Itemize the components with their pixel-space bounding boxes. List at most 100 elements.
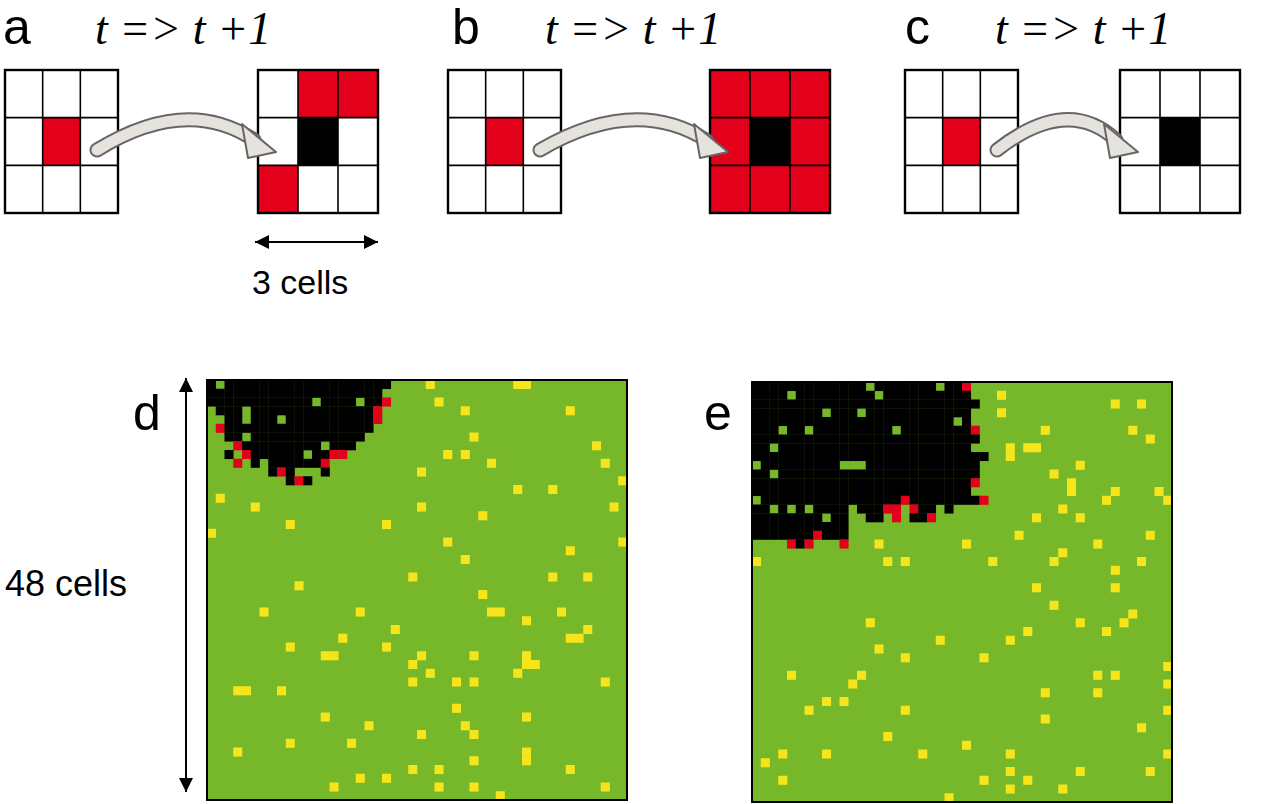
burning-cell [338,450,347,459]
burnt-cell [805,531,814,540]
tree-cell [1137,557,1146,566]
burnt-cell [347,389,356,398]
burnt-cell [901,417,910,426]
burnt-cell [242,441,251,450]
burnt-cell [927,435,936,444]
burnt-cell [822,478,831,487]
burnt-cell [787,443,796,452]
tree-cell [1076,767,1085,776]
burnt-cell [822,426,831,435]
burnt-cell [778,461,787,470]
burnt-cell [892,452,901,461]
tree-cell [435,783,444,792]
grid-line [80,70,82,213]
tree-cell [408,765,417,774]
burnt-cell [936,452,945,461]
tree-cell [338,634,347,643]
burnt-cell [875,513,884,522]
burnt-cell [770,408,779,417]
arrow-head [242,124,276,158]
burnt-cell [295,424,304,433]
burning-cell [971,478,980,487]
burnt-cell [752,470,761,479]
burnt-cell [277,398,286,407]
burnt-cell [971,400,980,409]
burnt-cell [796,382,805,391]
grid-cell [790,165,830,213]
grid-line [258,165,378,167]
burnt-cell [936,478,945,487]
tree-cell [470,678,479,687]
tree-cell [601,678,610,687]
burnt-cell [796,487,805,496]
grid-line [905,117,1018,119]
burnt-cell [312,389,321,398]
burnt-cell [330,380,339,389]
burnt-cell [295,398,304,407]
burnt-cell [787,382,796,391]
burnt-cell [761,478,770,487]
burnt-cell [866,435,875,444]
grid-ground [1120,70,1240,213]
burnt-cell [962,478,971,487]
burning-cell [373,415,382,424]
burnt-cell [840,531,849,540]
burnt-cell [752,426,761,435]
burnt-cell [356,424,365,433]
burnt-cell [831,382,840,391]
tree-cell [1050,557,1059,566]
tree-cell [1041,426,1050,435]
burnt-cell [840,505,849,514]
tree-cell [840,697,849,706]
burnt-cell [918,408,927,417]
burnt-cell [910,478,919,487]
burnt-cell [303,441,312,450]
burnt-cell [761,382,770,391]
burnt-cell [901,435,910,444]
time-step: t => t +1 [545,6,721,52]
burnt-cell [892,487,901,496]
burnt-cell [778,522,787,531]
burnt-cell [796,505,805,514]
burnt-cell [822,435,831,444]
tree-cell [365,721,374,730]
burnt-cell [892,391,901,400]
tree-cell [901,706,910,715]
dimension-head [179,778,193,792]
burnt-cell [883,461,892,470]
tree-cell [1076,618,1085,627]
burnt-cell [770,435,779,444]
tree-cell [980,776,989,785]
tree-cell [1006,767,1015,776]
grid-cell [298,70,338,118]
burnt-cell [822,461,831,470]
tree-cell [566,406,575,415]
burnt-cell [848,408,857,417]
burnt-cell [787,408,796,417]
burnt-cell [225,433,234,442]
burnt-cell [796,478,805,487]
burnt-cell [910,382,919,391]
tree-cell [461,721,470,730]
burning-cell [901,496,910,505]
grid-line [749,70,751,213]
burnt-cell [918,478,927,487]
burnt-cell [778,452,787,461]
tree-cell [1023,776,1032,785]
burnt-cell [840,382,849,391]
tree-cell [1093,671,1102,680]
tree-cell [522,616,531,625]
burnt-cell [347,424,356,433]
burnt-cell [910,417,919,426]
burnt-cell [936,496,945,505]
burnt-cell [910,435,919,444]
burnt-cell [752,435,761,444]
dimension-label: 48 cells [5,566,127,602]
tree-cell [461,450,470,459]
burnt-cell [927,408,936,417]
burnt-cell [805,417,814,426]
burnt-cell [953,426,962,435]
grid-line [5,165,118,167]
tree-cell [513,380,522,389]
burnt-cell [233,433,242,442]
